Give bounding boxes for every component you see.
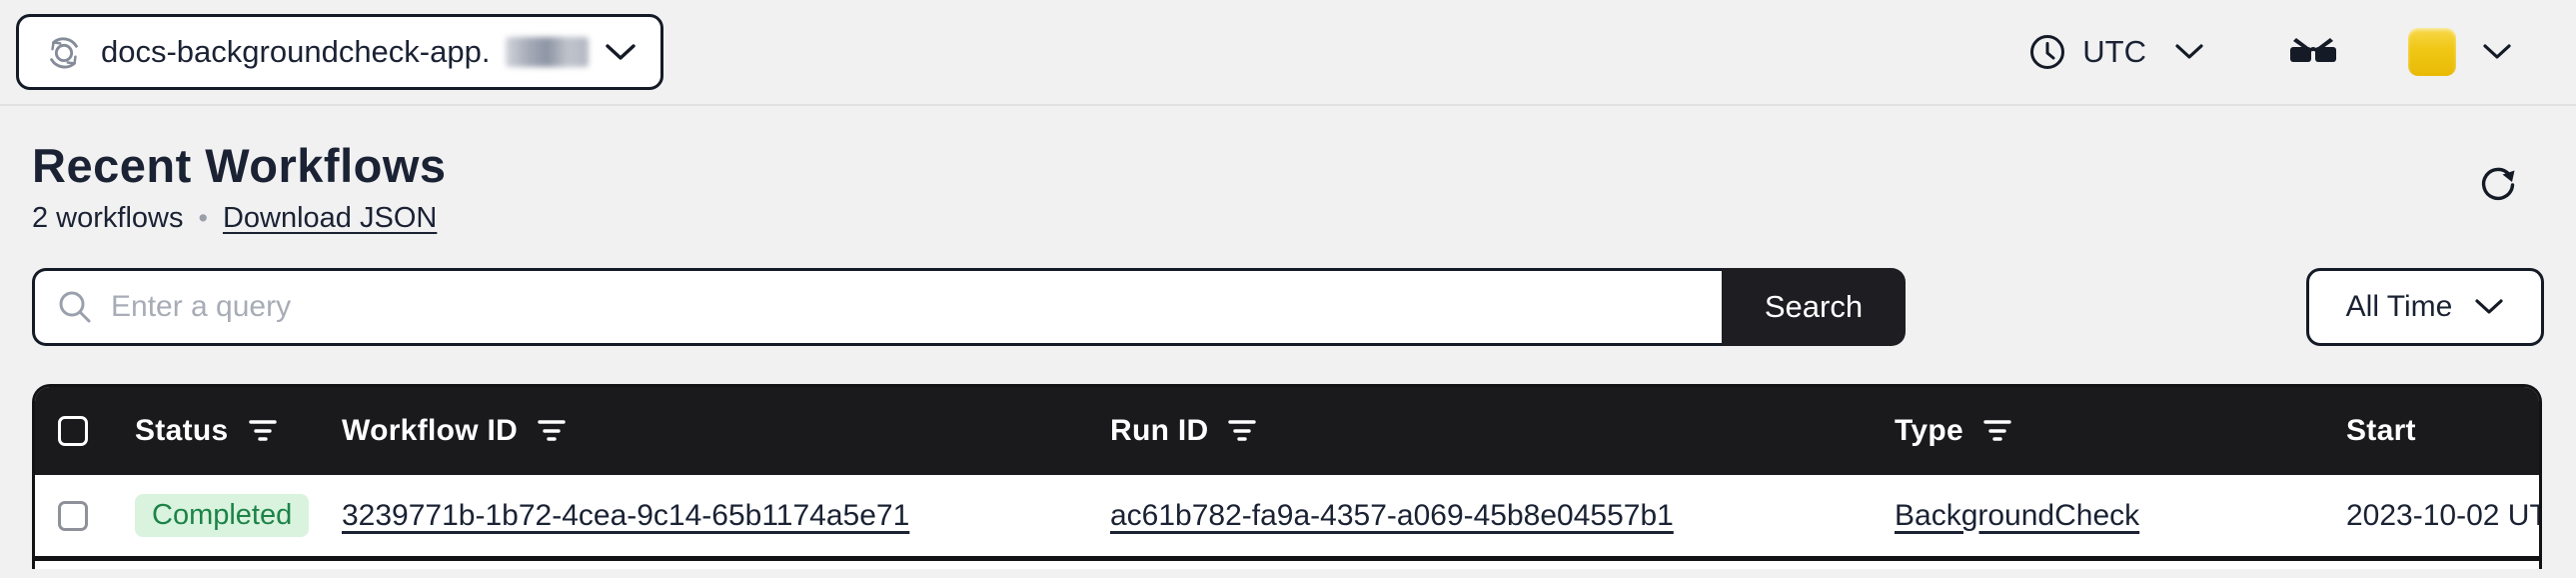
labs-mode-button[interactable]	[2288, 36, 2338, 68]
namespace-selector[interactable]: docs-backgroundcheck-app.	[16, 14, 663, 90]
chevron-down-icon	[2474, 298, 2504, 316]
column-label-status: Status	[135, 414, 229, 447]
clock-icon	[2028, 33, 2066, 71]
header-checkbox-cell	[35, 416, 135, 446]
query-input-container	[32, 268, 1722, 346]
header-start: Start	[2346, 414, 2539, 448]
topbar-right-cluster: UTC	[2028, 28, 2512, 76]
account-menu[interactable]	[2408, 28, 2512, 76]
chevron-down-icon	[2482, 43, 2512, 61]
refresh-icon	[2478, 162, 2518, 202]
dot-separator: •	[198, 203, 208, 233]
start-time-value: 2023-10-02 UT	[2346, 498, 2539, 532]
glasses-icon	[2288, 36, 2338, 68]
column-label-workflow-id: Workflow ID	[342, 414, 519, 447]
workflow-id-link[interactable]: 3239771b-1b72-4cea-9c14-65b1174a5e71	[342, 498, 910, 532]
status-filter-button[interactable]	[247, 417, 279, 445]
header-run-id: Run ID	[1110, 414, 1895, 448]
table-header-row: Status Workflow ID	[35, 387, 2539, 475]
query-input[interactable]	[111, 290, 1700, 324]
row-run-id-cell: ac61b782-fa9a-4357-a069-45b8e04557b1	[1110, 499, 1895, 533]
column-label-start: Start	[2346, 414, 2416, 447]
namespace-label: docs-backgroundcheck-app.	[101, 34, 491, 69]
table-row[interactable]: Completed 3239771b-1b72-4cea-9c14-65b117…	[35, 475, 2539, 561]
row-workflow-id-cell: 3239771b-1b72-4cea-9c14-65b1174a5e71	[342, 499, 1110, 533]
filter-lines-icon	[536, 417, 568, 445]
refresh-button[interactable]	[2478, 162, 2518, 202]
row-checkbox-cell	[35, 500, 135, 531]
page-subline: 2 workflows • Download JSON	[32, 202, 2544, 235]
header-workflow-id: Workflow ID	[342, 414, 1110, 448]
namespace-redacted-text	[506, 37, 589, 67]
run-id-filter-button[interactable]	[1226, 417, 1258, 445]
header-status: Status	[135, 414, 342, 448]
header-type: Type	[1895, 414, 2346, 448]
run-id-link[interactable]: ac61b782-fa9a-4357-a069-45b8e04557b1	[1110, 498, 1674, 532]
filter-lines-icon	[247, 417, 279, 445]
row-checkbox[interactable]	[58, 500, 88, 531]
time-range-label: All Time	[2345, 290, 2453, 323]
row-status-cell: Completed	[135, 494, 342, 537]
top-bar: docs-backgroundcheck-app. UTC	[0, 0, 2576, 106]
chevron-down-icon	[2174, 43, 2204, 61]
workflows-table: Status Workflow ID	[32, 384, 2542, 569]
main-content: Recent Workflows 2 workflows • Download …	[0, 138, 2576, 569]
workflow-type-link[interactable]: BackgroundCheck	[1895, 498, 2140, 532]
download-json-link[interactable]: Download JSON	[222, 202, 438, 234]
next-row-partial	[35, 561, 2539, 569]
workflow-id-filter-button[interactable]	[536, 417, 568, 445]
select-all-checkbox[interactable]	[58, 416, 88, 446]
status-badge: Completed	[135, 494, 310, 537]
search-icon	[57, 289, 93, 325]
search-button[interactable]: Search	[1722, 268, 1906, 346]
row-start-cell: 2023-10-02 UT	[2346, 499, 2539, 533]
avatar	[2408, 28, 2456, 76]
timezone-label: UTC	[2082, 34, 2146, 69]
timezone-selector[interactable]: UTC	[2028, 33, 2204, 71]
page-title: Recent Workflows	[32, 139, 447, 192]
filter-lines-icon	[1981, 417, 2013, 445]
chevron-down-icon	[605, 42, 637, 62]
column-label-run-id: Run ID	[1110, 414, 1209, 447]
search-group: Search	[32, 268, 1906, 346]
namespace-cycle-icon	[43, 31, 85, 73]
column-label-type: Type	[1895, 414, 1963, 447]
time-range-filter[interactable]: All Time	[2306, 268, 2544, 346]
filter-lines-icon	[1226, 417, 1258, 445]
workflow-count: 2 workflows	[32, 202, 184, 234]
page-header: Recent Workflows 2 workflows • Download …	[32, 138, 2544, 235]
row-type-cell: BackgroundCheck	[1895, 499, 2346, 533]
search-row: Search All Time	[32, 268, 2544, 346]
type-filter-button[interactable]	[1981, 417, 2013, 445]
